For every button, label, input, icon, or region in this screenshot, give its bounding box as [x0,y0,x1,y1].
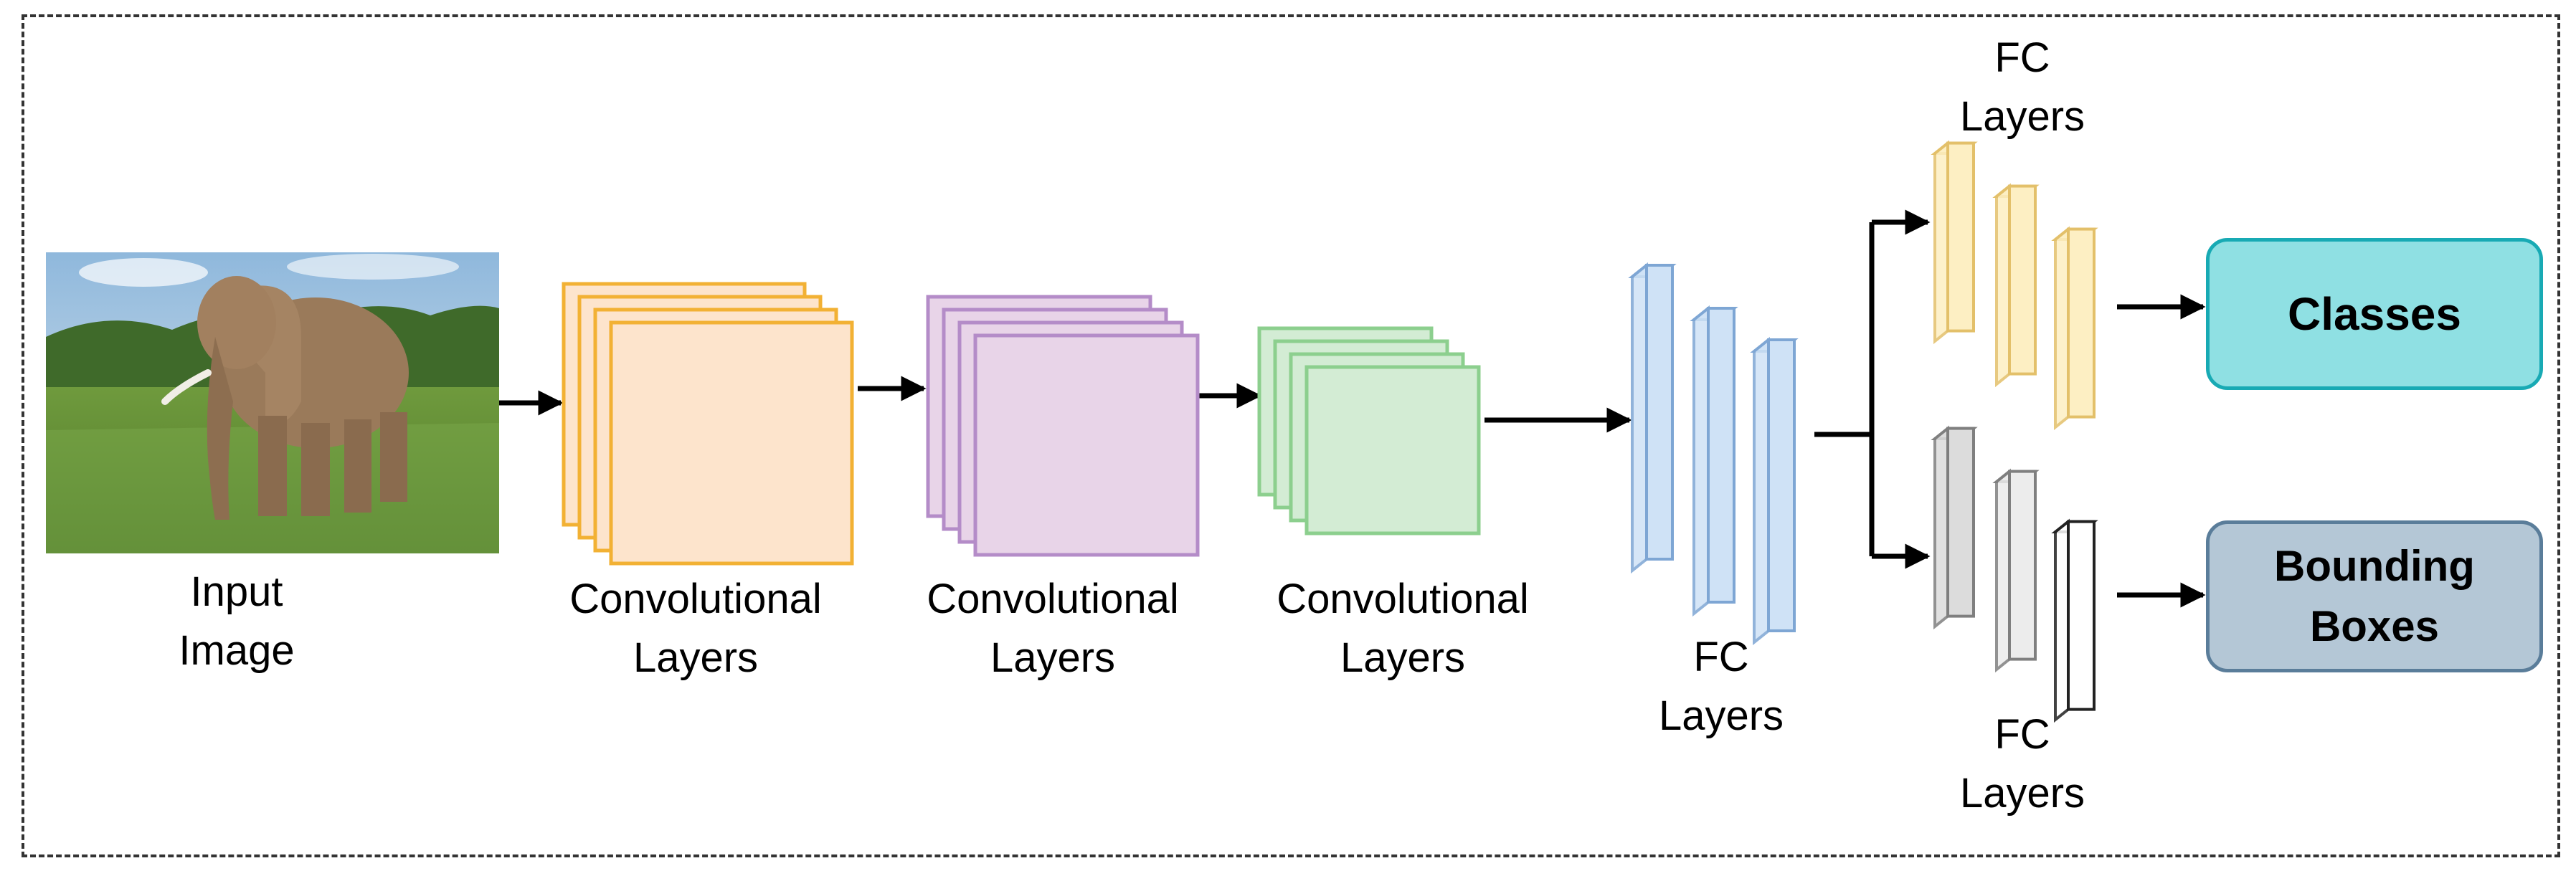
fc-slab-front [2067,520,2096,711]
fc-layers-shared [1628,262,1799,646]
fc-slab-front [1707,307,1736,604]
feature-map [609,320,854,566]
conv-stack-2 [926,295,1200,557]
classes-label: Classes [2288,288,2461,340]
fc-slab-side [2054,226,2070,431]
fc-slab-front [2008,470,2037,661]
conv2-label: Convolutional Layers [888,570,1218,687]
conv3-label-line1: Convolutional [1277,576,1529,622]
input-label-line2: Image [179,627,295,674]
conv3-label: Convolutional Layers [1238,570,1568,687]
fc-slab-front [2008,184,2037,376]
conv-stack-3 [1257,326,1481,535]
conv2-label-line1: Convolutional [927,576,1179,622]
conv1-label-line2: Layers [633,634,759,681]
conv1-label: Convolutional Layers [531,570,861,687]
elephant-figure [161,276,409,520]
fc-slab-side [2054,518,2070,723]
fc-slab-side [1753,336,1770,646]
classes-output-box: Classes [2206,238,2543,390]
diagram-frame [22,14,2560,857]
fc-slab-front [1645,264,1674,561]
feature-map [973,333,1200,557]
branch-lines [1814,222,1875,556]
elephant-photo-icon [46,252,499,553]
connectors [499,294,2206,608]
bbox-label-line1: Bounding [2274,542,2475,590]
conv3-label-line2: Layers [1340,634,1466,681]
fc-bottom-label-line2: Layers [1959,770,2085,817]
bbox-label-line2: Boxes [2309,602,2440,650]
fc-slab-side [1933,140,1949,345]
conv2-label-line2: Layers [990,634,1116,681]
input-label-line1: Input [190,568,283,615]
fc-top-label-line2: Layers [1959,93,2085,140]
bounding-boxes-output-box: Bounding Boxes [2206,520,2543,672]
fc-bottom-label-line1: FC [1994,711,2050,758]
fc-slab-side [1933,425,1949,630]
fc-top-label-line1: FC [1994,34,2050,81]
fc-layers-regression [1931,425,2098,723]
fc-layers-classification [1931,140,2098,431]
fc-shared-label: FC Layers [1621,628,1822,746]
fc-slab-front [1946,141,1975,333]
fc-slab-side [1995,468,2011,673]
fc-slab-front [2067,227,2096,419]
fc-slab-side [1692,305,1710,617]
fc-bottom-label: FC Layers [1922,705,2123,823]
fc-slab-front [1946,427,1975,618]
input-image-label: Input Image [108,563,366,680]
conv-stack-1 [562,282,854,566]
fc-slab-front [1767,338,1796,632]
feature-map [1304,365,1481,535]
fc-shared-label-line1: FC [1693,634,1749,680]
fc-shared-label-line2: Layers [1658,692,1784,739]
fc-slab-side [1631,262,1648,574]
fc-slab-side [1995,183,2011,388]
fc-top-label: FC Layers [1922,29,2123,146]
conv1-label-line1: Convolutional [569,576,822,622]
